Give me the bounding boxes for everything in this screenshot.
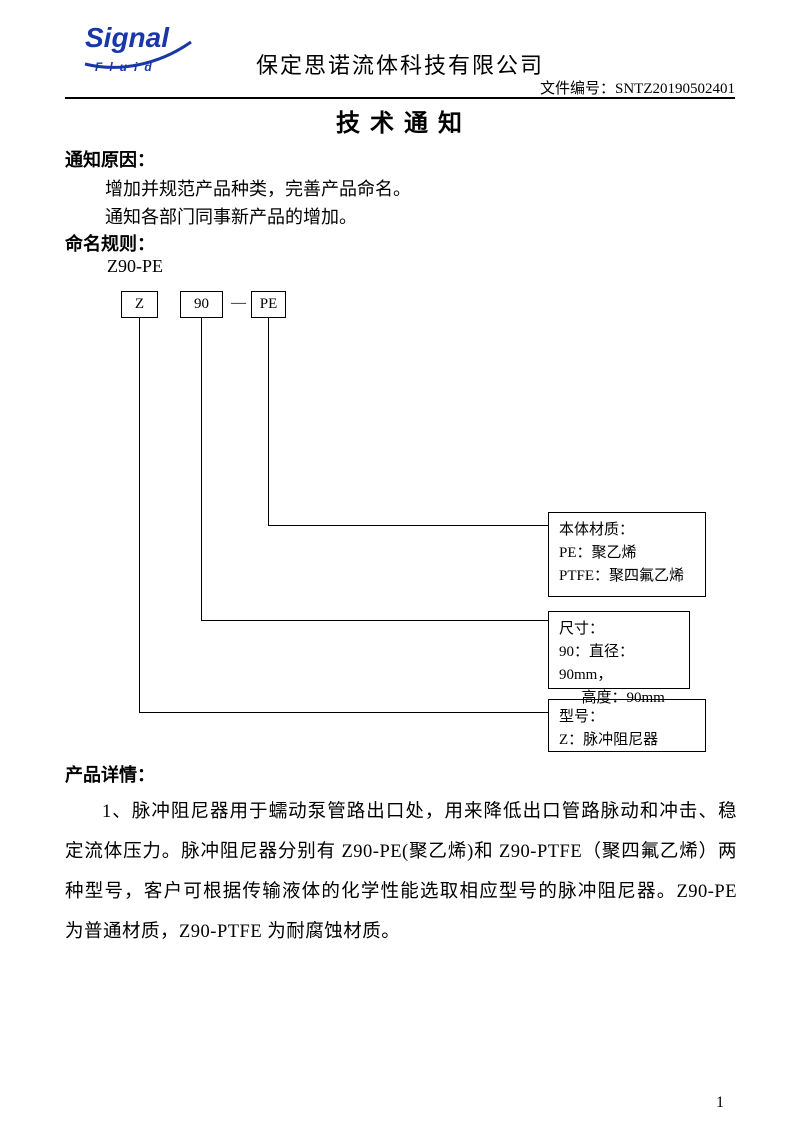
company-name: 保定思诺流体科技有限公司 (255, 53, 544, 78)
page-number: 1 (716, 1094, 724, 1111)
notice-reason-line: 增加并规范产品种类，完善产品命名。 (105, 179, 411, 199)
callout-line: 90：直径：90mm， (559, 644, 635, 683)
logo-swoosh-icon (84, 40, 192, 69)
doc-number-label: 文件编号： (539, 81, 615, 97)
callout-line: PTFE：聚四氟乙烯 (559, 568, 685, 584)
dash-separator: — (231, 295, 246, 311)
connector-line (268, 525, 548, 526)
code-box-90: 90 (180, 291, 223, 318)
callout-size: 尺寸： 90：直径：90mm， 高度：90mm (548, 611, 690, 706)
notice-reason-line: 通知各部门同事新产品的增加。 (105, 207, 357, 227)
callout-line: 高度：90mm (559, 690, 665, 706)
connector-line (139, 318, 140, 712)
model-code: Z90-PE (107, 256, 163, 276)
product-details-paragraph: 1、脉冲阻尼器用于蠕动泵管路出口处，用来降低出口管路脉动和冲击、稳定流体压力。脉… (65, 802, 737, 942)
connector-line (268, 318, 269, 525)
callout-line: 本体材质： (559, 522, 635, 538)
connector-line (201, 620, 548, 621)
callout-line: PE：聚乙烯 (559, 545, 637, 561)
connector-line (201, 318, 202, 620)
code-box-z: Z (121, 291, 158, 318)
logo-text-signal: Signal (85, 22, 170, 53)
naming-rule-heading: 命名规则： (65, 234, 155, 254)
notice-reason-heading: 通知原因： (65, 150, 155, 170)
callout-material: 本体材质： PE：聚乙烯 PTFE：聚四氟乙烯 (548, 512, 706, 597)
connector-line (139, 712, 548, 713)
product-details-heading: 产品详情： (65, 765, 155, 785)
code-box-pe: PE (251, 291, 286, 318)
callout-line: 型号： (559, 709, 605, 725)
callout-model: 型号： Z：脉冲阻尼器 (548, 699, 706, 752)
doc-number-value: SNTZ20190502401 (615, 81, 735, 97)
doc-number: 文件编号：SNTZ20190502401 (540, 77, 735, 98)
company-logo: Signal Fluid (84, 22, 200, 80)
callout-line: Z：脉冲阻尼器 (559, 732, 659, 748)
document-title: 技 术 通 知 (336, 111, 464, 137)
callout-line: 尺寸： (559, 621, 605, 637)
header-divider (65, 97, 735, 99)
